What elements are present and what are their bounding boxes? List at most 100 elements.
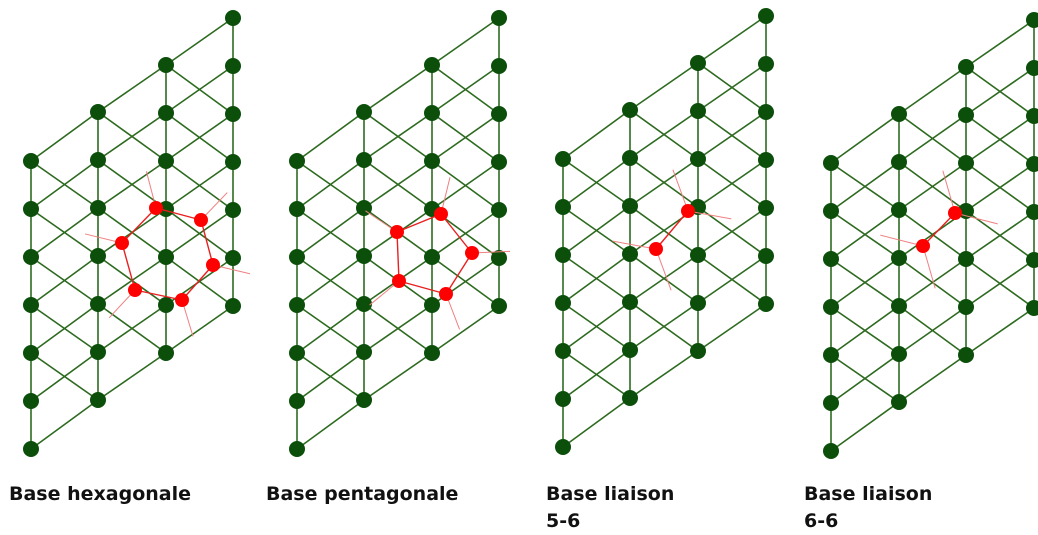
lattice-node xyxy=(225,202,241,218)
lattice-node xyxy=(1026,204,1038,220)
lattice-node xyxy=(158,153,174,169)
defect-bond xyxy=(922,212,956,247)
lattice-edge xyxy=(296,159,365,210)
lattice-node xyxy=(90,248,106,264)
lattice-edge xyxy=(97,160,167,209)
lattice-edge xyxy=(30,111,99,162)
defect-atom xyxy=(175,293,189,307)
lattice-node xyxy=(158,105,174,121)
lattice-edge xyxy=(165,17,234,66)
defect-bond-stub xyxy=(880,234,924,247)
lattice-edge xyxy=(697,255,767,304)
lattice-nodes xyxy=(23,10,241,457)
defect-atom xyxy=(649,242,663,256)
defect-overlay xyxy=(365,176,510,330)
lattice-node xyxy=(690,55,706,71)
lattice-node xyxy=(758,8,774,24)
defect-atom xyxy=(439,287,453,301)
lattice-node xyxy=(90,200,106,216)
lattice-edge xyxy=(165,65,234,114)
defect-bond xyxy=(134,289,183,301)
defect-atom xyxy=(149,201,163,215)
lattice-node xyxy=(690,151,706,167)
lattice-edge xyxy=(697,159,767,208)
lattice-edge xyxy=(97,304,167,353)
lattice-nodes xyxy=(289,10,507,457)
lattice-edge xyxy=(165,305,234,354)
defect-atom xyxy=(194,213,208,227)
lattice-node xyxy=(90,152,106,168)
defect-atom xyxy=(392,274,406,288)
lattice-node xyxy=(958,107,974,123)
lattice-node xyxy=(622,198,638,214)
lattice-node xyxy=(289,393,305,409)
lattice-node xyxy=(758,152,774,168)
lattice-node xyxy=(356,248,372,264)
lattice-edge xyxy=(431,305,500,354)
lattice-node xyxy=(491,58,507,74)
lattice-node xyxy=(622,246,638,262)
lattice-node xyxy=(958,59,974,75)
lattice-node xyxy=(289,345,305,361)
lattice-edge xyxy=(562,349,631,400)
lattice-node xyxy=(1026,108,1038,124)
lattice-node xyxy=(158,249,174,265)
lattice-node xyxy=(823,203,839,219)
lattice-node xyxy=(758,200,774,216)
defect-bond xyxy=(445,252,473,295)
lattice-node xyxy=(823,395,839,411)
lattice-edge xyxy=(629,110,699,159)
defect-bond-stub xyxy=(672,169,689,212)
lattice-node xyxy=(622,390,638,406)
lattice-node xyxy=(491,154,507,170)
lattice-node xyxy=(424,153,440,169)
lattice-edge xyxy=(165,113,234,162)
lattice-node xyxy=(555,151,571,167)
lattice-edge xyxy=(30,303,99,354)
defect-atom xyxy=(916,239,930,253)
lattice-edge xyxy=(30,399,99,450)
lattice-node xyxy=(289,249,305,265)
defect-bond-stub xyxy=(954,212,998,225)
lattice-node xyxy=(622,150,638,166)
lattice-node xyxy=(690,103,706,119)
defect-atom xyxy=(206,258,220,272)
lattice-node xyxy=(758,248,774,264)
lattice-node xyxy=(891,298,907,314)
lattice-node xyxy=(23,297,39,313)
lattice-node xyxy=(823,251,839,267)
lattice-node xyxy=(356,152,372,168)
defect-bond xyxy=(121,242,136,291)
lattice-node xyxy=(424,249,440,265)
lattice-node xyxy=(289,297,305,313)
lattice-node xyxy=(23,345,39,361)
lattice-node xyxy=(289,153,305,169)
lattice-node xyxy=(622,294,638,310)
lattice-edge xyxy=(830,113,900,164)
lattice-edge xyxy=(830,401,900,452)
lattice-edge xyxy=(965,19,1035,68)
lattice-node xyxy=(555,343,571,359)
lattice-node xyxy=(823,299,839,315)
lattice-edge xyxy=(562,205,631,256)
lattice-edge xyxy=(30,255,99,306)
lattice-node xyxy=(356,104,372,120)
lattice-edge xyxy=(562,397,631,448)
lattice-edge xyxy=(363,304,433,353)
lattice-edge xyxy=(431,65,500,114)
lattice-node xyxy=(225,10,241,26)
lattice-node xyxy=(555,391,571,407)
lattice-node xyxy=(690,247,706,263)
lattice-edge xyxy=(898,354,967,403)
lattice-node xyxy=(225,154,241,170)
lattice-node xyxy=(491,202,507,218)
lattice-node xyxy=(356,344,372,360)
lattice-edge xyxy=(296,111,365,162)
defect-bond xyxy=(155,207,202,221)
lattice-node xyxy=(690,295,706,311)
defect-atom xyxy=(948,206,962,220)
lattice-node xyxy=(1026,300,1038,316)
lattice-edge xyxy=(830,353,900,404)
lattice-edge xyxy=(898,162,967,211)
